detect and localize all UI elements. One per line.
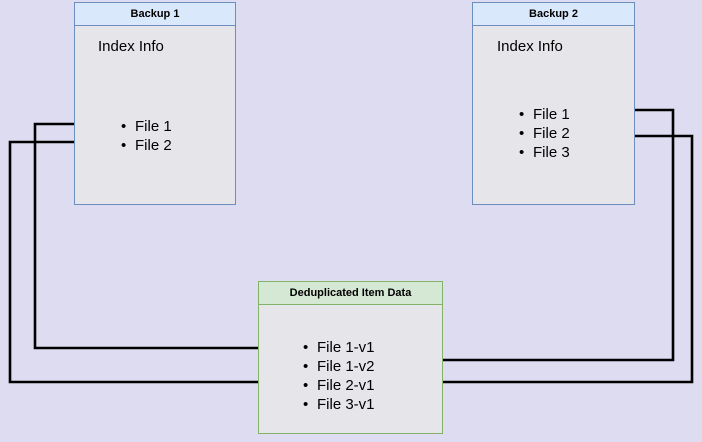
list-item[interactable]: File 3 bbox=[517, 143, 570, 162]
list-item[interactable]: File 2 bbox=[517, 124, 570, 143]
backup-1-body: Index Info File 1 File 2 bbox=[75, 26, 235, 204]
list-item[interactable]: File 1-v1 bbox=[301, 338, 375, 357]
backup-2-file-list: File 1 File 2 File 3 bbox=[517, 105, 570, 162]
deduplicated-item-data-box[interactable]: Deduplicated Item Data File 1-v1 File 1-… bbox=[258, 281, 443, 434]
list-item[interactable]: File 1-v2 bbox=[301, 357, 375, 376]
backup-2-box[interactable]: Backup 2 Index Info File 1 File 2 File 3 bbox=[472, 2, 635, 205]
backup-2-body: Index Info File 1 File 2 File 3 bbox=[473, 26, 634, 204]
list-item[interactable]: File 3-v1 bbox=[301, 395, 375, 414]
list-item[interactable]: File 2 bbox=[119, 136, 172, 155]
backup-1-title: Backup 1 bbox=[75, 3, 235, 26]
backup-2-title: Backup 2 bbox=[473, 3, 634, 26]
deduplicated-item-data-title: Deduplicated Item Data bbox=[259, 282, 442, 305]
list-item[interactable]: File 1 bbox=[517, 105, 570, 124]
list-item[interactable]: File 1 bbox=[119, 117, 172, 136]
deduplicated-file-list: File 1-v1 File 1-v2 File 2-v1 File 3-v1 bbox=[301, 338, 375, 414]
deduplicated-item-data-body: File 1-v1 File 1-v2 File 2-v1 File 3-v1 bbox=[259, 305, 442, 433]
backup-1-file-list: File 1 File 2 bbox=[119, 117, 172, 155]
backup-1-index-info-label: Index Info bbox=[98, 38, 164, 55]
backup-2-index-info-label: Index Info bbox=[497, 38, 563, 55]
backup-1-box[interactable]: Backup 1 Index Info File 1 File 2 bbox=[74, 2, 236, 205]
list-item[interactable]: File 2-v1 bbox=[301, 376, 375, 395]
